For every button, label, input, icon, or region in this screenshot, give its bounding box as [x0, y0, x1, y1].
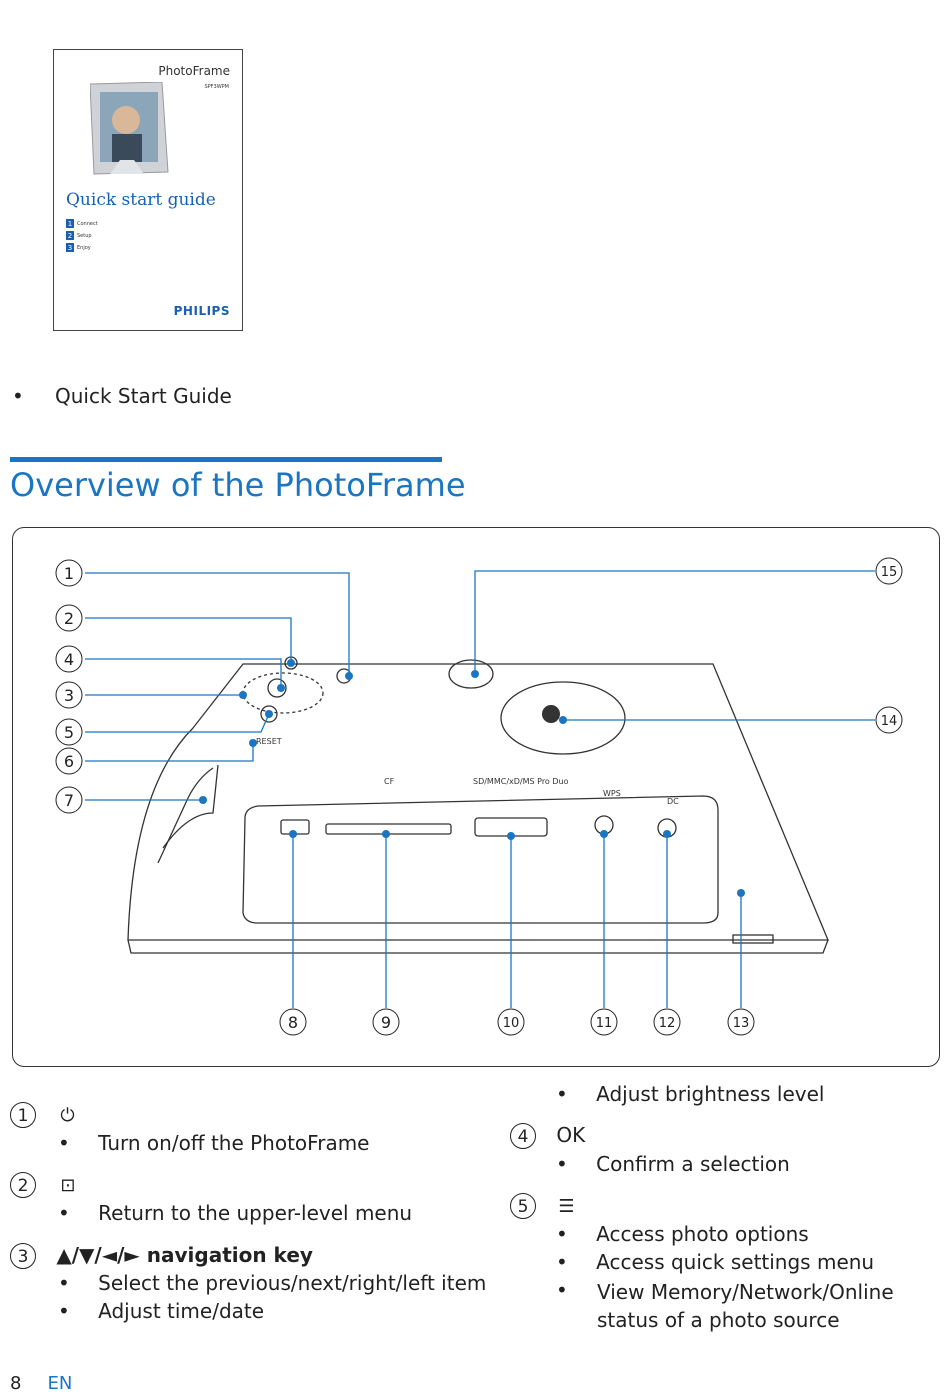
- booklet-model: SPF3WPM: [204, 84, 229, 90]
- list-item: • Adjust brightness level: [556, 1082, 825, 1106]
- item-3: 3 ▲/▼/◄/► navigation key: [10, 1243, 313, 1269]
- svg-text:11: 11: [596, 1016, 613, 1031]
- item-number: 3: [10, 1243, 36, 1269]
- play-icon: ⊡: [60, 1175, 76, 1196]
- connector-panel: [242, 795, 719, 924]
- language-code: EN: [47, 1373, 73, 1394]
- list-item: • Access quick settings menu: [556, 1250, 875, 1274]
- page-number: 8: [10, 1373, 22, 1394]
- photoframe-rear-diagram: RESET CF SD/MMC/xD/MS Pro Duo WPS DC 1 2…: [12, 527, 940, 1067]
- frame-outline: [127, 663, 829, 941]
- diagram-svg: RESET CF SD/MMC/xD/MS Pro Duo WPS DC 1 2…: [55, 557, 903, 1036]
- svg-text:6: 6: [64, 752, 74, 771]
- heading-rule: [10, 457, 442, 462]
- callout-11: 11: [590, 1008, 618, 1036]
- svg-text:8: 8: [288, 1013, 298, 1032]
- item-number: 2: [10, 1172, 36, 1198]
- callout-8: 8: [279, 1008, 307, 1036]
- svg-text:12: 12: [659, 1016, 676, 1031]
- menu-icon: ☰: [558, 1196, 575, 1217]
- photoframe-image: [90, 82, 169, 175]
- booklet-subtitle: Quick start guide: [66, 190, 216, 210]
- list-item: •View Memory/Network/Online status of a …: [556, 1278, 894, 1332]
- item-title: ▲/▼/◄/► navigation key: [56, 1243, 313, 1267]
- callout-14: 14: [875, 706, 903, 734]
- svg-text:15: 15: [881, 565, 898, 580]
- svg-text:13: 13: [733, 1016, 750, 1031]
- callout-13: 13: [727, 1008, 755, 1036]
- stand-mount: [500, 681, 626, 755]
- callout-12: 12: [653, 1008, 681, 1036]
- page-footer: 8 EN: [10, 1373, 72, 1394]
- list-item: •Quick Start Guide: [12, 384, 232, 408]
- reset-label: RESET: [256, 737, 282, 746]
- lock-slot: [732, 934, 774, 944]
- svg-text:5: 5: [64, 723, 74, 742]
- list-item: • Turn on/off the PhotoFrame: [58, 1131, 370, 1155]
- item-4: 4 OK: [510, 1123, 585, 1149]
- callout-15: 15: [875, 557, 903, 585]
- booklet-brand-logo: PHILIPS: [173, 304, 230, 318]
- svg-text:4: 4: [64, 650, 74, 669]
- booklet-title: PhotoFrame: [158, 64, 230, 78]
- power-icon: ⏻: [60, 1105, 75, 1126]
- wps-label: WPS: [603, 789, 621, 798]
- item-number: 5: [510, 1193, 536, 1219]
- list-item: • Adjust time/date: [58, 1299, 265, 1323]
- cf-label: CF: [384, 777, 395, 786]
- svg-text:1: 1: [64, 564, 74, 583]
- item-1: 1 ⏻: [10, 1102, 75, 1128]
- callout-10: 10: [497, 1008, 525, 1036]
- callout-5: 5: [55, 718, 83, 746]
- dc-label: DC: [667, 797, 679, 806]
- top-mount: [448, 659, 494, 689]
- svg-text:2: 2: [64, 609, 74, 628]
- callout-7: 7: [55, 786, 83, 814]
- navigation-ring: [242, 672, 324, 714]
- svg-text:9: 9: [381, 1013, 391, 1032]
- item-title: OK: [556, 1123, 586, 1147]
- item-number: 1: [10, 1102, 36, 1128]
- sd-label: SD/MMC/xD/MS Pro Duo: [473, 777, 569, 786]
- item-2: 2 ⊡: [10, 1172, 75, 1198]
- svg-text:7: 7: [64, 791, 74, 810]
- list-item: • Access photo options: [556, 1222, 809, 1246]
- item-number: 4: [510, 1123, 536, 1149]
- item-5: 5 ☰: [510, 1193, 575, 1219]
- callout-2: 2: [55, 604, 83, 632]
- section-heading: Overview of the PhotoFrame: [10, 466, 466, 504]
- callout-9: 9: [372, 1008, 400, 1036]
- list-item: • Return to the upper-level menu: [58, 1201, 413, 1225]
- callout-4: 4: [55, 645, 83, 673]
- callout-1: 1: [55, 559, 83, 587]
- svg-text:10: 10: [503, 1016, 520, 1031]
- frame-base: [127, 939, 829, 954]
- svg-text:14: 14: [881, 714, 898, 729]
- callout-3: 3: [55, 681, 83, 709]
- callout-6: 6: [55, 747, 83, 775]
- svg-text:3: 3: [64, 686, 74, 705]
- list-item: • Select the previous/next/right/left it…: [58, 1271, 487, 1295]
- side-bump: [157, 767, 214, 864]
- list-item: • Confirm a selection: [556, 1152, 790, 1176]
